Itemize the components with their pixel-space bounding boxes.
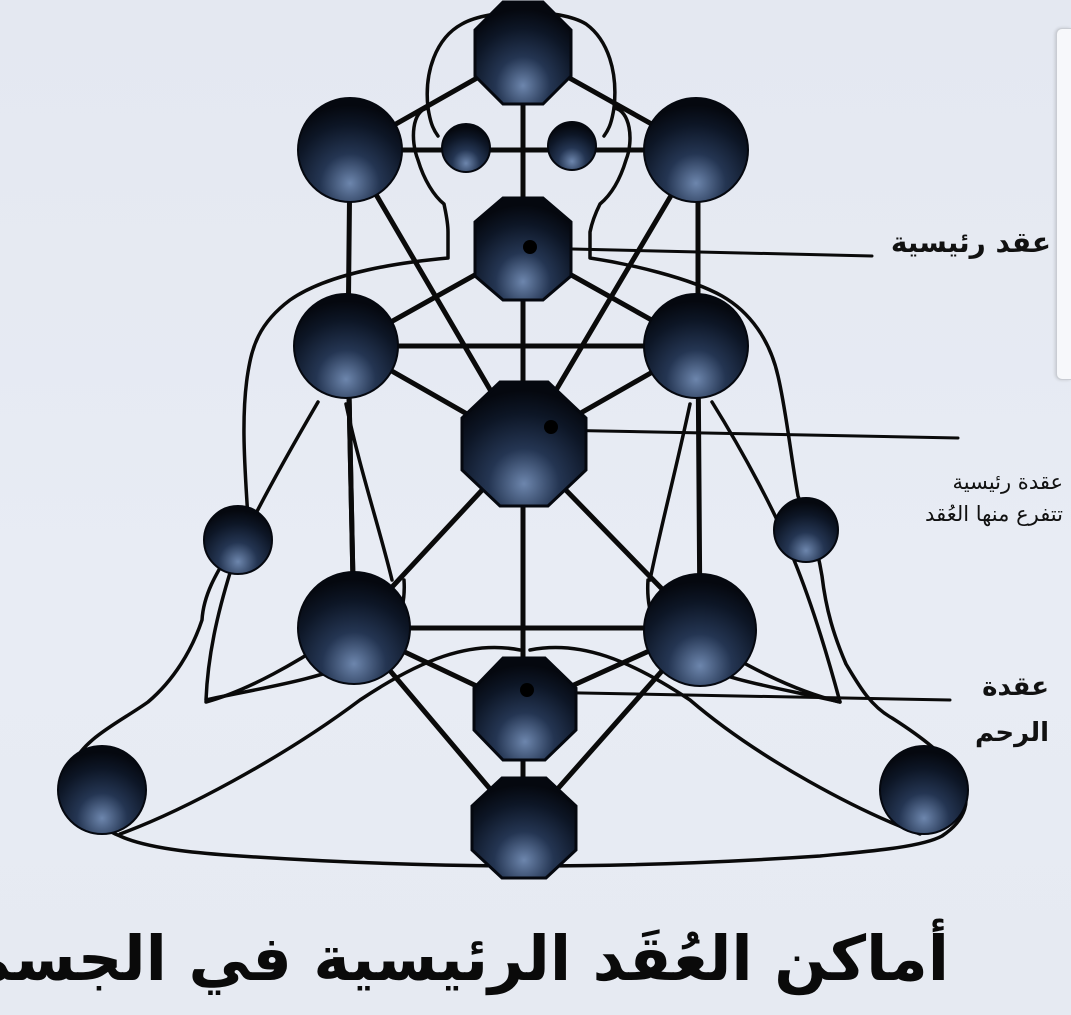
node-womb <box>472 656 578 762</box>
callout-womb-node-line2: الرحم <box>975 718 1049 748</box>
node-shoulder-right <box>643 293 749 399</box>
node-knee-right <box>879 745 969 835</box>
node-eye-left <box>441 123 491 173</box>
callout-main-node-label: عقد رئيسية <box>890 226 1051 259</box>
node-heart <box>460 380 588 508</box>
node-shoulder-head-right <box>643 97 749 203</box>
node-crown <box>473 0 573 106</box>
scroll-edge-handle[interactable] <box>1056 28 1071 380</box>
node-knee-left <box>57 745 147 835</box>
callout-womb-node-line1: عقدة <box>982 672 1049 702</box>
node-root <box>470 776 578 880</box>
callout-dots <box>520 240 558 697</box>
callout-womb-node-label: عقدة الرحم <box>975 664 1049 756</box>
callout-branch-node-label: عقدة رئيسية تتفرع منها العُقد <box>925 466 1063 530</box>
node-hip-left <box>297 571 411 685</box>
head-outline <box>69 10 968 868</box>
callout-branch-node-line1: عقدة رئيسية <box>952 470 1063 494</box>
round-nodes <box>57 97 969 835</box>
node-elbow-left <box>203 505 273 575</box>
node-hip-right <box>643 573 757 687</box>
left-ear-detail <box>426 106 440 138</box>
leg-fold-left <box>118 645 522 836</box>
leg-fold-right <box>528 645 922 836</box>
node-throat <box>473 196 573 302</box>
node-shoulder-head-left <box>297 97 403 203</box>
callout-branch-node-line2: تتفرع منها العُقد <box>925 502 1063 526</box>
node-shoulder-left <box>293 293 399 399</box>
node-eye-right <box>547 121 597 171</box>
diagram-title: أماكن العُقَد الرئيسية في الجسم <box>0 922 949 995</box>
right-arm-inner <box>648 402 692 582</box>
right-ear-detail <box>602 106 616 138</box>
node-elbow-right <box>773 497 839 563</box>
octagon-nodes <box>460 0 588 880</box>
